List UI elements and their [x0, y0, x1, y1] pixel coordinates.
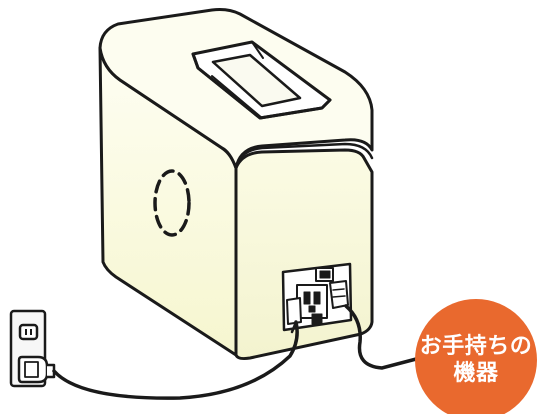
- rear-connector-panel: [281, 262, 353, 332]
- owned-device-label-line2: 機器: [453, 361, 499, 386]
- card-slot: [191, 40, 332, 120]
- power-plug-icon: [17, 355, 56, 384]
- owned-device-badge: [415, 299, 537, 414]
- owned-device-label: お手持ちの 機器: [415, 306, 537, 414]
- owned-device-label-line1: お手持ちの: [419, 334, 533, 359]
- power-cable-icon: [52, 304, 422, 400]
- device-machine-icon: [98, 8, 374, 361]
- power-button-marking: [153, 169, 191, 237]
